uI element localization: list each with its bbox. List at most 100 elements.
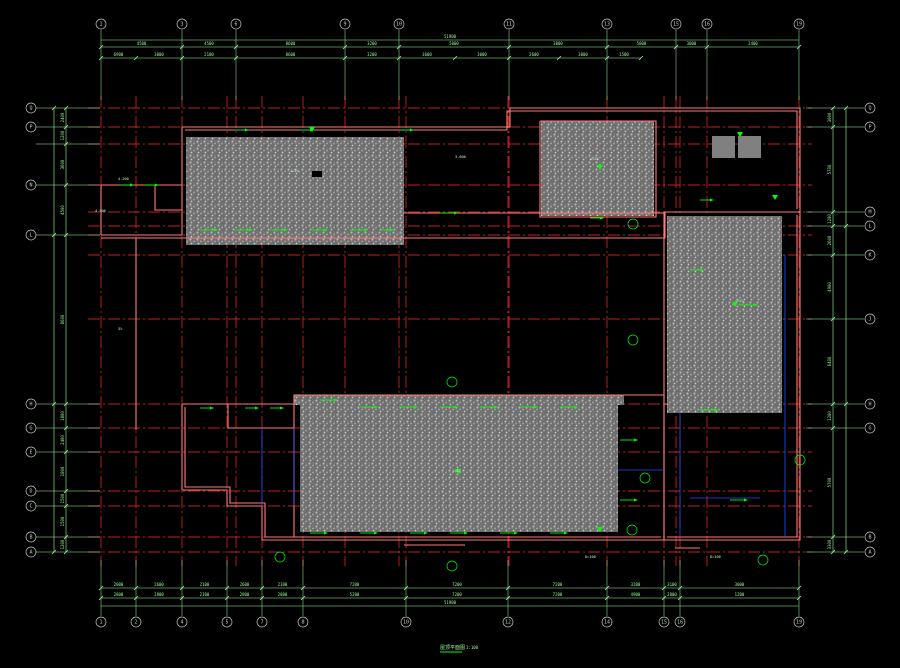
dimension-label: 3000 — [735, 582, 745, 587]
dimension-label: 1200 — [827, 214, 832, 224]
dimension-tick — [830, 124, 836, 130]
slope-arrow-head — [464, 531, 468, 535]
grid-bubble-top — [339, 18, 351, 30]
dimension-tick — [604, 585, 610, 591]
grid-bubble-left — [25, 446, 37, 458]
slope-arrow-head — [494, 405, 498, 409]
grid-bubble-right-label: J — [868, 317, 871, 323]
grid-bubble-left — [25, 485, 37, 497]
grid-bubble-top-label: 9 — [343, 22, 346, 28]
dimension-tick — [556, 55, 562, 61]
dimension-tick — [796, 585, 802, 591]
dimension-tick — [63, 449, 69, 455]
dimension-label: 2800 — [154, 592, 164, 597]
grid-bubble-bottom-label: 5 — [225, 620, 228, 626]
dimension-label: 2400 — [60, 112, 65, 122]
grid-bubble-right — [864, 531, 876, 543]
dimension-label: 3000 — [477, 52, 487, 57]
dimension-tick — [179, 585, 185, 591]
dimension-label: 2000 — [114, 582, 124, 587]
slope-arrow-head — [280, 406, 284, 410]
grid-bubble-left — [25, 229, 37, 241]
slope-arrow-head — [390, 228, 394, 232]
dimension-label: 5000 — [449, 41, 459, 46]
dimension-tick — [51, 401, 57, 407]
dimension-label: 2600 — [529, 52, 539, 57]
grid-bubble-bottom — [176, 616, 188, 628]
dimension-label: 1200 — [735, 592, 745, 597]
annotation-slope: i=2% — [735, 299, 744, 303]
grid-bubble-right-label: L — [868, 224, 871, 230]
dimension-tick — [661, 585, 667, 591]
slope-arrow-head — [634, 498, 638, 502]
roof-area-east — [667, 216, 782, 413]
dimension-tick — [98, 585, 104, 591]
grid-bubble-bottom — [674, 616, 686, 628]
dimension-label: 6900 — [114, 52, 124, 57]
dimension-label: 8600 — [286, 52, 296, 57]
grid-bubble-right — [864, 121, 876, 133]
dimension-label: 2800 — [114, 592, 124, 597]
dimension-tick — [843, 401, 849, 407]
dimension-label: 1800 — [60, 411, 65, 421]
annotation-slope: i=2% — [452, 469, 461, 473]
dimension-tick — [179, 55, 185, 61]
dimension-tick — [98, 55, 104, 61]
annotation-drain: D=100 — [585, 555, 596, 559]
grid-bubble-left — [25, 422, 37, 434]
slope-arrow-head — [410, 128, 414, 132]
grid-bubble-top — [670, 18, 682, 30]
slope-arrow-head — [454, 405, 458, 409]
grid-bubble-bottom — [130, 616, 142, 628]
dimension-label: 4500 — [60, 205, 65, 215]
dimension-label: 8600 — [286, 41, 296, 46]
grid-bubble-top — [793, 18, 805, 30]
grid-bubble-right-label: H — [868, 402, 871, 408]
equipment-block-2 — [738, 136, 761, 158]
grid-bubble-bottom-label: 12 — [505, 620, 511, 626]
dimension-tick — [63, 401, 69, 407]
dimension-tick — [63, 425, 69, 431]
dimension-label: 3000 — [154, 52, 164, 57]
detail-callout-circle — [627, 334, 639, 346]
grid-bubble-top-label: 13 — [604, 22, 610, 28]
slope-arrow-head — [284, 228, 288, 232]
slope-arrow-head — [155, 183, 159, 187]
grid-bubble-bottom-label: 7 — [260, 620, 263, 626]
slope-arrow-head — [700, 268, 704, 272]
dimension-label: 4900 — [827, 282, 832, 292]
grid-bubble-left-label: N — [29, 183, 32, 189]
dimension-tick — [224, 585, 230, 591]
grid-bubble-left — [25, 102, 37, 114]
dimension-tick — [796, 595, 802, 601]
grid-bubble-top — [601, 18, 613, 30]
dimension-tick — [604, 44, 610, 50]
grid-bubble-bottom — [658, 616, 670, 628]
grid-bubble-top — [230, 18, 242, 30]
detail-callout-circle — [794, 454, 806, 466]
dimension-label: 2800 — [278, 592, 288, 597]
dimension-tick — [63, 503, 69, 509]
drain-marker — [597, 165, 603, 170]
dimension-tick — [179, 595, 185, 601]
wall-mid-corridor — [101, 211, 800, 239]
drain-marker — [309, 127, 315, 132]
dimension-label: 3200 — [367, 41, 377, 46]
dimension-tick — [133, 585, 139, 591]
grid-bubble-right-label: M — [868, 210, 871, 216]
dimension-label: 5200 — [350, 592, 360, 597]
grid-bubble-left-label: P — [29, 125, 32, 131]
dimension-label: 3000 — [827, 112, 832, 122]
dimension-tick — [179, 44, 185, 50]
grid-bubble-bottom — [400, 616, 412, 628]
grid-bubble-left-label: E — [29, 450, 32, 456]
dimension-label: 3200 — [367, 52, 377, 57]
slope-arrow-head — [214, 228, 218, 232]
drawing-scale: 1:100 — [466, 645, 479, 650]
dimension-label: 6400 — [827, 356, 832, 366]
dimension-label: 3000 — [687, 41, 697, 46]
dimension-label: 7200 — [350, 582, 360, 587]
grid-bubble-top — [95, 18, 107, 30]
dimension-label: 7200 — [553, 592, 563, 597]
